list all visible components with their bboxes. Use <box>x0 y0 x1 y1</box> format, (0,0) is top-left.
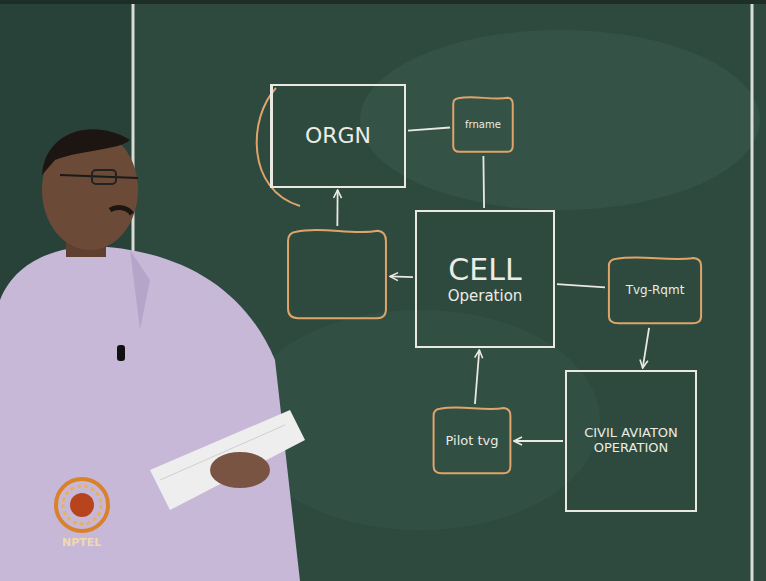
box-title: ORGN <box>305 123 371 148</box>
rounded-box: Pilot tvg <box>432 406 512 476</box>
connector-line <box>483 156 485 208</box>
rounded-box <box>286 228 388 322</box>
rounded-outline <box>286 228 388 322</box>
box-title: CIVIL AVIATON OPERATION <box>573 426 689 456</box>
box-title: frname <box>465 119 501 131</box>
box-subtitle: Operation <box>448 288 523 305</box>
box-title: CELL <box>448 253 521 288</box>
rounded-box: Tvg-Rqmt <box>607 256 703 326</box>
rounded-box: frname <box>452 96 514 154</box>
connector-line <box>557 284 605 287</box>
process-box: CELLOperation <box>415 210 555 348</box>
connector-line <box>408 128 450 131</box>
logo-text: NPTEL <box>62 536 101 549</box>
connector-arrow <box>336 190 338 226</box>
box-title: Pilot tvg <box>445 434 498 449</box>
process-box: ORGN <box>270 84 406 188</box>
connector-arrow <box>475 350 479 404</box>
box-title: Tvg-Rqmt <box>626 284 685 298</box>
process-box: CIVIL AVIATON OPERATION <box>565 370 697 512</box>
connector-arrow <box>390 276 413 278</box>
connector-arrow <box>514 440 563 442</box>
connector-arrow <box>643 328 649 368</box>
